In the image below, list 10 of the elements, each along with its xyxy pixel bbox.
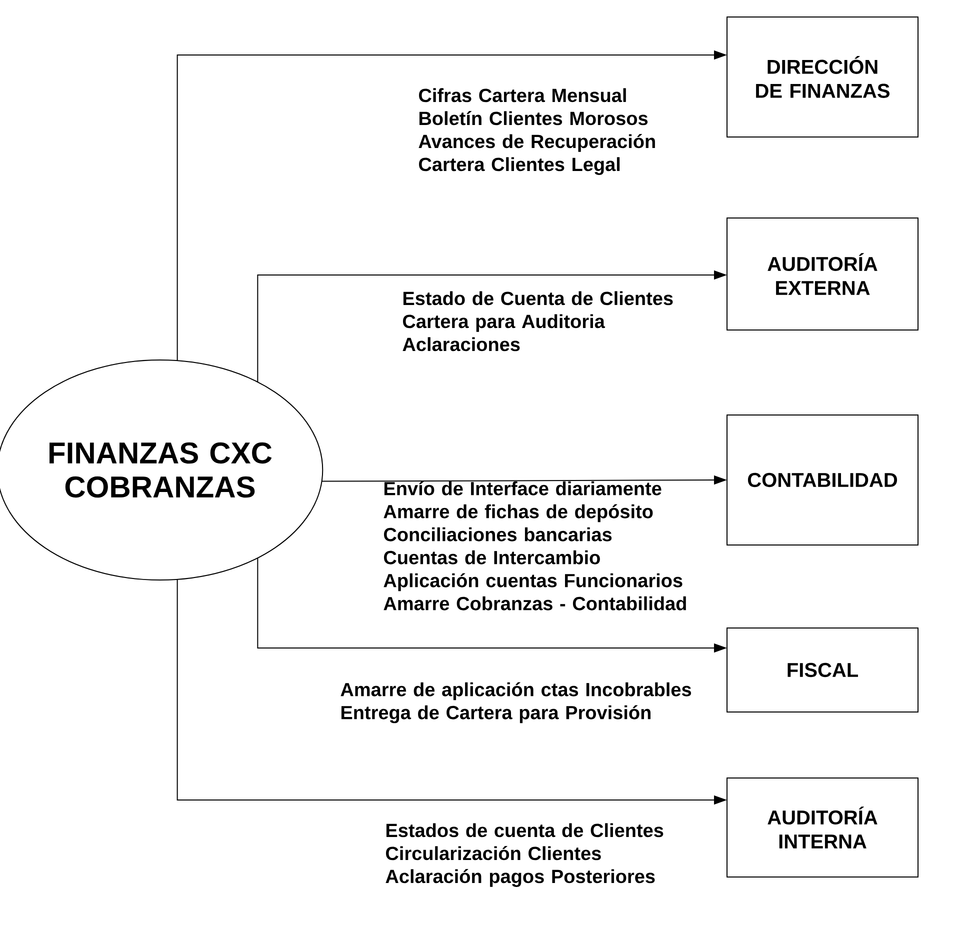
process-box: DIRECCIÓN DE FINANZAS (726, 16, 919, 138)
edge-label: Envío de Interface diariamente Amarre de fichas de depósito Conciliaciones bancarias Cuentas de Intercambio Aplicación cuentas Funcionarios Amarre Cobranzas - Contabilidad (384, 481, 686, 610)
edge-label: Estado de Cuenta de Clientes Cartera para Auditoria Aclaraciones (402, 291, 673, 352)
edge-label: Cifras Cartera Mensual Boletín Clientes Morosos Avances de Recuperación Cartera Clientes Legal (418, 88, 655, 175)
process-box: CONTABILIDAD (726, 414, 919, 546)
edge-label: Estados de cuenta de Clientes Circularización Clientes Aclaración pagos Posteriores (386, 823, 664, 887)
edge-label: Amarre de aplicación ctas Incobrables Entrega de Cartera para Provisión (340, 682, 692, 724)
process-box: AUDITORÍA INTERNA (726, 778, 919, 878)
process-box: FISCAL (726, 628, 919, 712)
process-box: AUDITORÍA EXTERNA (726, 218, 919, 330)
